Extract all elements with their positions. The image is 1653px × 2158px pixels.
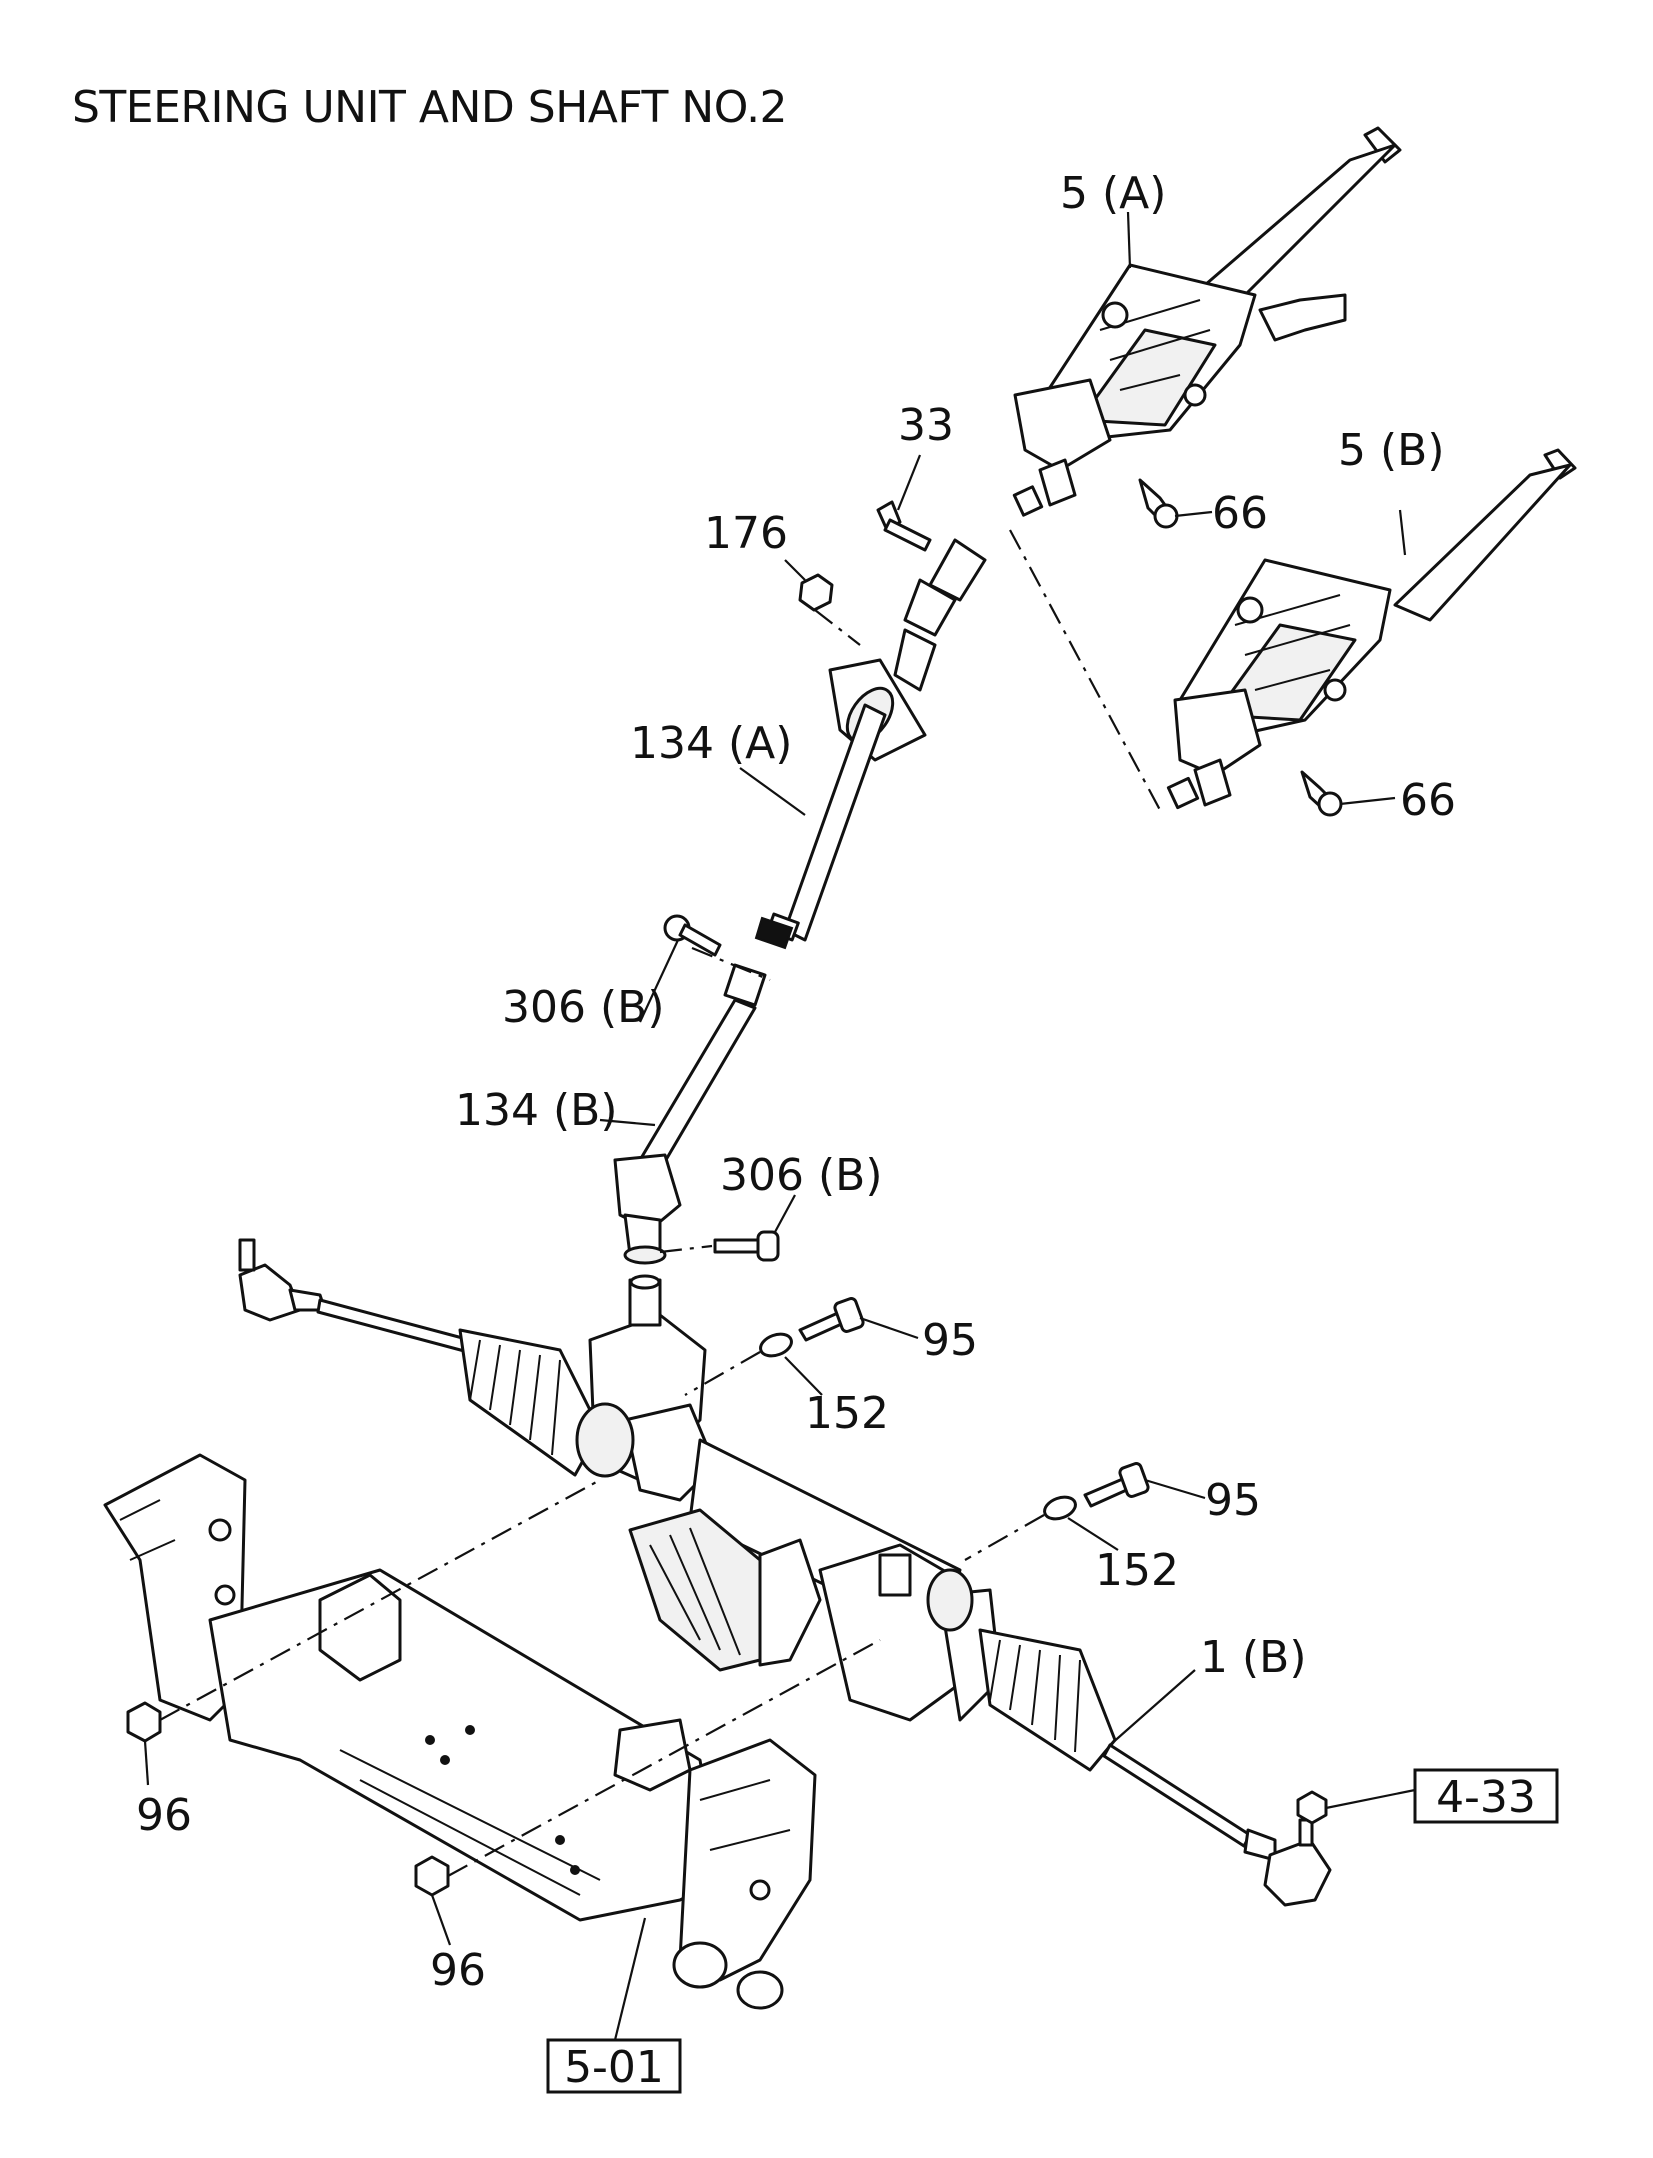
bolt-95-upper [798,1297,865,1342]
callout-96-left: 96 [136,1790,192,1841]
bolt-66-lower [1300,770,1343,817]
callout-95-lower: 95 [1205,1475,1261,1526]
callout-labels: 5 (A) 5 (B) 33 176 66 66 134 (A) 306 (B)… [136,168,1456,1996]
nut-176 [798,573,834,612]
washer-152-upper [759,1332,793,1358]
bolt-306b-upper [663,914,722,957]
callout-33: 33 [898,400,954,451]
callout-306b-upper: 306 (B) [502,982,665,1033]
callout-5b: 5 (B) [1338,425,1445,476]
steering-column-b [1166,448,1577,810]
callout-96-right: 96 [430,1945,486,1996]
reference-label-4-33: 4-33 [1436,1772,1536,1823]
callout-134a: 134 (A) [630,718,792,769]
callout-66-lower: 66 [1400,775,1456,826]
callout-95-upper: 95 [922,1315,978,1366]
intermediate-shaft-b [613,963,767,1265]
callout-152-upper: 152 [805,1388,889,1439]
nut-96-left [126,1701,162,1743]
tie-rod-nut [1296,1790,1328,1825]
intermediate-shaft-a [754,538,987,950]
nut-96-right [414,1855,450,1897]
callout-134b: 134 (B) [455,1085,618,1136]
bolt-95-lower [1083,1462,1150,1508]
washer-152-lower [1043,1495,1077,1521]
reference-label-5-01: 5-01 [564,2042,664,2093]
bolt-306b-lower [713,1230,780,1262]
crossmember [103,1453,817,2010]
callout-1b: 1 (B) [1200,1632,1307,1683]
assembly-lines [159,529,1161,1877]
diagram-title: STEERING UNIT AND SHAFT NO.2 [72,82,788,133]
callout-176: 176 [704,508,788,559]
callout-66-upper: 66 [1212,488,1268,539]
leader-lines [143,211,1416,2041]
callout-5a: 5 (A) [1060,168,1166,219]
reference-box-5-01[interactable]: 5-01 [546,2038,682,2094]
bolt-33 [876,500,932,552]
callout-152-lower: 152 [1095,1545,1179,1596]
reference-box-4-33[interactable]: 4-33 [1413,1768,1559,1824]
steering-rack [238,1238,1332,1907]
callout-306b-lower: 306 (B) [720,1150,883,1201]
bolt-66-upper [1138,478,1179,529]
